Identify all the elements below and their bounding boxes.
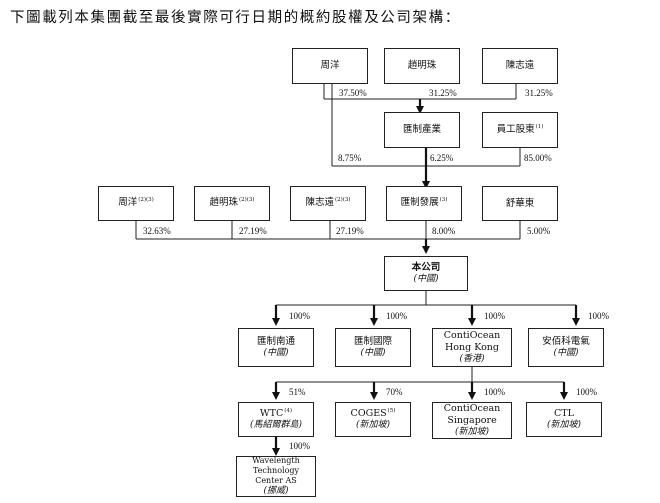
footnote-mark: (2)(3) (334, 197, 351, 204)
box-label: COGES(5) (351, 408, 396, 420)
pct-chen-to-chanye: 31.25% (525, 88, 553, 98)
shareholder-zhao-mingzhu-box: 趙明珠 (384, 48, 460, 84)
pct-anbaike: 100% (588, 311, 609, 321)
box-jurisdiction: (中國) (360, 347, 386, 358)
footnote-mark: (4) (284, 407, 293, 414)
box-name: 趙明珠 (407, 60, 437, 72)
box-name-line2: Center AS (255, 475, 297, 485)
pct-coges: 70% (386, 387, 403, 397)
pct-fazhan-to-company: 8.00% (432, 226, 456, 236)
box-label: 匯制發展(3) (401, 197, 448, 209)
box-name: 陳志遠 (505, 60, 535, 72)
box-name: 匯制國際 (353, 335, 392, 347)
box-jurisdiction: (新加坡) (454, 426, 490, 437)
box-label: WTC(4) (260, 408, 292, 420)
footnote-mark: (2)(3) (138, 197, 154, 204)
box-name: 匯制產業 (402, 124, 441, 136)
box-jurisdiction: (新加坡) (546, 419, 582, 430)
box-label: 員工股東(1) (497, 124, 544, 136)
huizhi-nantong-box: 匯制南通 (中國) (238, 328, 314, 367)
box-name-line2: Hong Kong (445, 341, 499, 353)
box-name: ContiOcean (443, 403, 501, 414)
box-name: 安佰科電氣 (542, 335, 590, 347)
anbaike-electric-box: 安佰科電氣 (中國) (528, 328, 604, 367)
pct-employee-to-fazhan: 85.00% (524, 153, 552, 163)
box-jurisdiction: (中國) (553, 347, 579, 358)
wtc-box: WTC(4) (馬紹爾群島) (238, 402, 314, 437)
pct-conti-hk: 100% (484, 311, 505, 321)
box-name: 陳志遠 (305, 197, 334, 209)
box-jurisdiction: (挪威) (263, 485, 289, 496)
pct-zhou-to-fazhan: 8.75% (338, 153, 362, 163)
huizhi-guoji-box: 匯制國際 (中國) (335, 328, 411, 367)
box-name: CTL (554, 407, 574, 419)
contiocean-hong-kong-box: ContiOcean Hong Kong (香港) (432, 328, 512, 367)
box-label: 陳志遠(2)(3) (305, 197, 350, 209)
shareholder-zhou-yang-direct-box: 周洋(2)(3) (98, 186, 174, 221)
ctl-box: CTL (新加坡) (526, 402, 602, 437)
box-label: 周洋(2)(3) (118, 197, 154, 209)
huizhi-chanye-box: 匯制產業 (384, 112, 460, 148)
shareholder-shu-huadong-box: 舒華東 (482, 186, 558, 221)
box-name: 舒華東 (505, 197, 535, 209)
box-jurisdiction: (香港) (459, 353, 485, 364)
box-name-line2: Singapore (447, 414, 497, 426)
pct-zhou-to-chanye: 37.50% (339, 88, 367, 98)
box-name: 本公司 (411, 261, 441, 273)
box-name: 趙明珠 (209, 197, 238, 209)
box-name: 匯制南通 (256, 335, 295, 347)
box-name: COGES (350, 408, 387, 420)
pct-shu-to-company: 5.00% (527, 226, 551, 236)
contiocean-singapore-box: ContiOcean Singapore (新加坡) (432, 402, 512, 439)
pct-zhao-to-company: 27.19% (239, 226, 267, 236)
box-name: ContiOcean (443, 330, 501, 341)
box-jurisdiction: (中國) (413, 273, 439, 284)
company-box: 本公司 (中國) (384, 256, 468, 291)
pct-zhou-to-company: 32.63% (143, 226, 171, 236)
pct-chen-to-company: 27.19% (336, 226, 364, 236)
box-name: 周洋 (118, 197, 138, 209)
box-label: 趙明珠(2)(3) (209, 197, 254, 209)
box-name: WTC (259, 408, 284, 420)
shareholder-zhou-yang-box: 周洋 (292, 48, 368, 84)
pct-guoji: 100% (386, 311, 407, 321)
wavelength-technology-center-box: Wavelength Technology Center AS (挪威) (236, 456, 316, 497)
pct-wtc: 51% (289, 387, 306, 397)
pct-zhao-to-chanye: 31.25% (429, 88, 457, 98)
pct-conti-sg: 100% (484, 387, 505, 397)
box-name: 員工股東 (496, 124, 535, 136)
pct-ctl: 100% (576, 387, 597, 397)
shareholder-chen-zhiyuan-box: 陳志遠 (482, 48, 558, 84)
pct-chanye-to-fazhan: 6.25% (430, 153, 454, 163)
huizhi-fazhan-box: 匯制發展(3) (386, 186, 462, 221)
box-jurisdiction: (新加坡) (355, 419, 391, 430)
footnote-mark: (1) (535, 123, 544, 130)
shareholder-zhao-mingzhu-direct-box: 趙明珠(2)(3) (194, 186, 270, 221)
shareholder-chen-zhiyuan-direct-box: 陳志遠(2)(3) (290, 186, 366, 221)
footnote-mark: (3) (439, 197, 448, 204)
box-name: Wavelength Technology (252, 455, 300, 475)
box-jurisdiction: (中國) (263, 347, 289, 358)
pct-wavelength: 100% (289, 441, 310, 451)
box-jurisdiction: (馬紹爾群島) (249, 419, 303, 430)
coges-box: COGES(5) (新加坡) (335, 402, 411, 437)
box-name: 匯制發展 (400, 197, 439, 209)
footnote-mark: (5) (387, 407, 396, 414)
page-title: 下圖載列本集團截至最後實際可行日期的概約股權及公司架構： (10, 10, 461, 26)
employee-shareholders-box: 員工股東(1) (482, 112, 558, 148)
pct-nantong: 100% (289, 311, 310, 321)
box-name: 周洋 (320, 60, 340, 72)
footnote-mark: (2)(3) (238, 197, 255, 204)
